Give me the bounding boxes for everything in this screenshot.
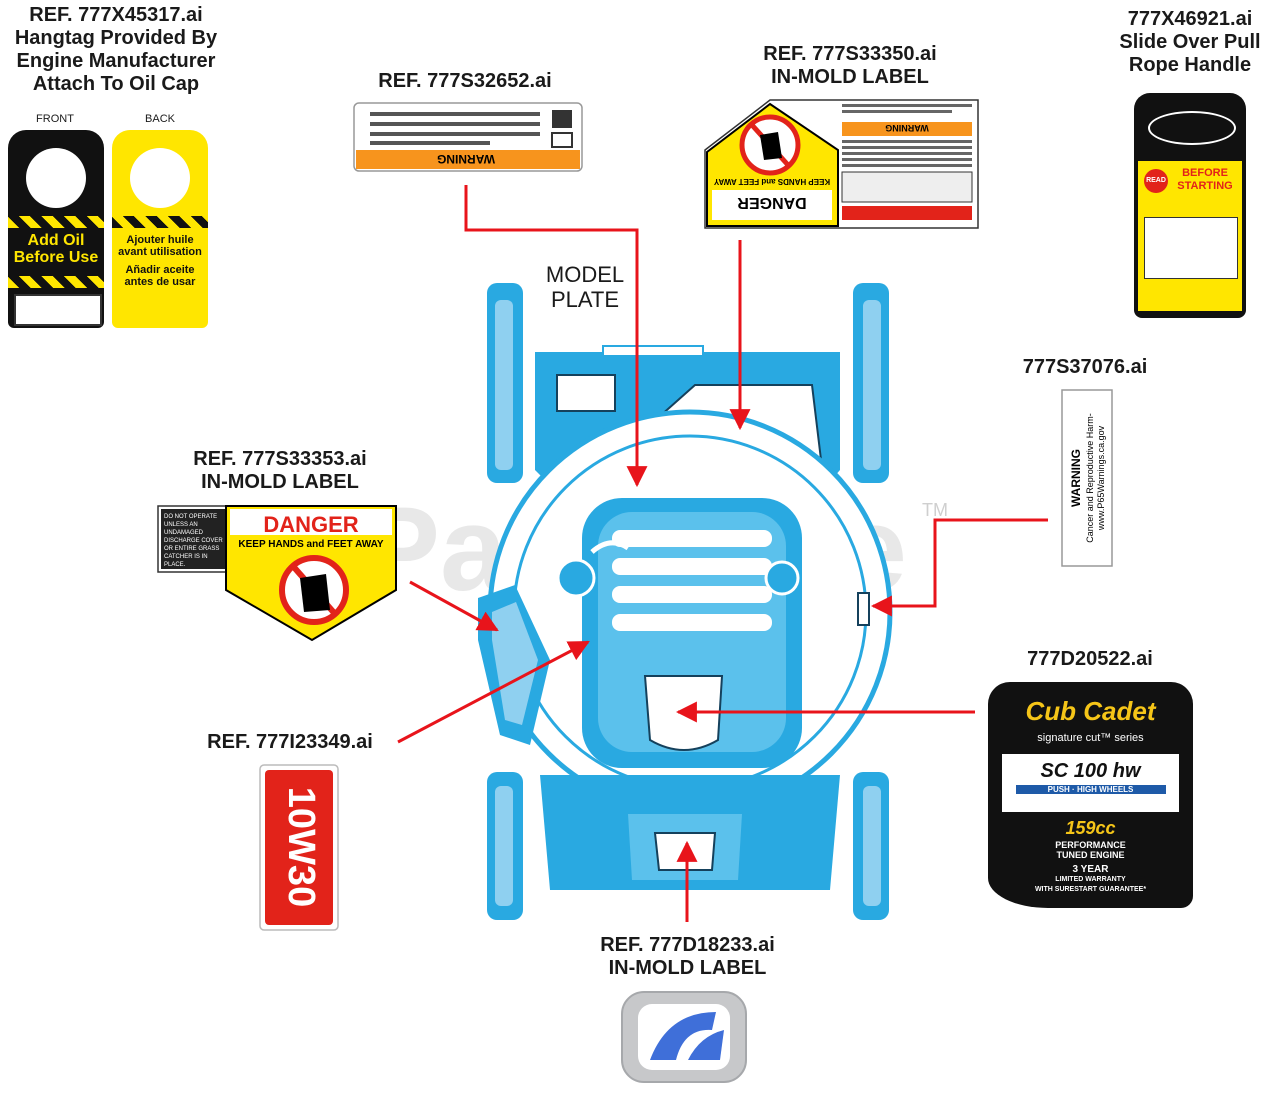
ref-777I23349-title: REF. 777I23349.ai [207,731,373,753]
hangtag-back-fr-2: avant utilisation [118,246,202,258]
ref-777S33350-title: REF. 777S33350.ai IN-MOLD LABEL [763,43,937,88]
svg-text:WARNING: WARNING [437,152,495,166]
svg-text:DANGER: DANGER [263,512,358,537]
pull-rope-illustration [1144,217,1238,279]
svg-text:KEEP HANDS and FEET AWAY: KEEP HANDS and FEET AWAY [713,177,830,186]
pull-rope-tag: READ BEFORE STARTING [1134,93,1246,318]
label-777S33350: DANGER KEEP HANDS and FEET AWAY WARNING [704,99,979,229]
engine-cc: 159cc [1065,818,1116,838]
series-name: signature cut™ series [1037,732,1144,744]
pull-rope-before: BEFORE [1182,167,1228,179]
ref-777X45317-title: REF. 777X45317.ai Hangtag Provided By En… [14,4,218,95]
callout-arrows [397,185,1048,922]
model-plate-area [556,374,616,412]
hangtag-back-fr-1: Ajouter huile [126,234,194,246]
svg-text:PLACE.: PLACE. [164,562,186,568]
ref-777S37076-title: 777S37076.ai [1022,356,1148,378]
svg-text:UNLESS AN: UNLESS AN [164,522,198,528]
hangtag-front-caption: FRONT [36,113,74,125]
ref-777S33353-title: REF. 777S33353.ai IN-MOLD LABEL [193,448,367,493]
ref-777X46921-title: 777X46921.ai Slide Over Pull Rope Handle [1119,8,1261,76]
svg-text:DANGER: DANGER [737,194,807,211]
hangtag-back: Ajouter huile avant utilisation Añadir a… [112,130,208,328]
svg-text:DO NOT OPERATE: DO NOT OPERATE [164,514,217,520]
label-777D18233-logo [621,991,747,1083]
ref-777S32652-title: REF. 777S32652.ai [378,70,552,92]
svg-text:UNDAMAGED: UNDAMAGED [164,530,204,536]
arrow-777S33353 [409,580,499,632]
label-777S32652: WARNING [353,102,583,172]
brand-name: Cub Cadet [1025,696,1156,726]
model-plate-title: MODEL PLATE [545,262,625,313]
pull-rope-starting: STARTING [1177,180,1233,192]
hangtag-front-icons [14,294,102,326]
label-777S33353: DANGER KEEP HANDS and FEET AWAY [157,505,397,642]
ref-777D18233-title: REF. 777D18233.ai IN-MOLD LABEL [600,934,775,979]
hangtag-back-caption: BACK [145,113,175,125]
hangtag-front-line1: Add Oil [27,232,85,249]
warning-label-slot [857,592,870,626]
label-777S33353-side-text: DO NOT OPERATE UNLESS AN UNDAMAGED DISCH… [164,514,223,568]
model-sub: PUSH · HIGH WHEELS [1015,785,1166,794]
svg-text:KEEP HANDS and FEET AWAY: KEEP HANDS and FEET AWAY [238,539,384,550]
watermark-tm: TM [922,500,948,520]
model-name: SC 100 hw [1040,760,1141,782]
svg-text:DISCHARGE COVER: DISCHARGE COVER [164,538,223,544]
warranty-years: 3 YEAR [1072,864,1109,875]
hangtag-back-es-1: Añadir aceite [125,264,195,276]
read-icon: READ [1144,169,1168,193]
arrow-777I23349 [397,640,590,744]
hangtag-front: Add Oil Before Use [8,130,104,328]
hangtag-front-line2: Before Use [13,249,99,266]
svg-text:CATCHER IS IN: CATCHER IS IN [164,554,208,560]
surestart-text: WITH SURESTART GUARANTEE* [1034,886,1147,893]
hangtag-back-es-2: antes de usar [124,276,196,288]
svg-text:10W30: 10W30 [280,787,322,907]
svg-text:www.P65Warnings.ca.gov: www.P65Warnings.ca.gov [1096,425,1106,531]
warranty-text: LIMITED WARRANTY [1055,876,1126,883]
label-777S37076: WARNING Cancer and Reproductive Harm- ww… [1061,389,1113,567]
arrow-777S32652 [464,185,648,488]
svg-text:Cancer and Reproductive Harm-: Cancer and Reproductive Harm- [1085,413,1095,543]
engine-perf: PERFORMANCE [1055,840,1126,850]
svg-text:WARNING: WARNING [1069,449,1083,507]
cub-cadet-decal: Cub Cadet signature cut™ series SC 100 h… [988,682,1193,908]
label-777I23349: 10W30 [259,764,339,931]
front-label-area [653,832,717,871]
engine-tuned: TUNED ENGINE [1056,850,1125,860]
svg-text:OR ENTIRE GRASS: OR ENTIRE GRASS [164,546,219,552]
mower-illustration [478,283,893,920]
svg-text:WARNING: WARNING [885,123,929,133]
ref-777D20522-title: 777D20522.ai [1027,648,1153,670]
arrow-777S37076 [870,518,1048,617]
